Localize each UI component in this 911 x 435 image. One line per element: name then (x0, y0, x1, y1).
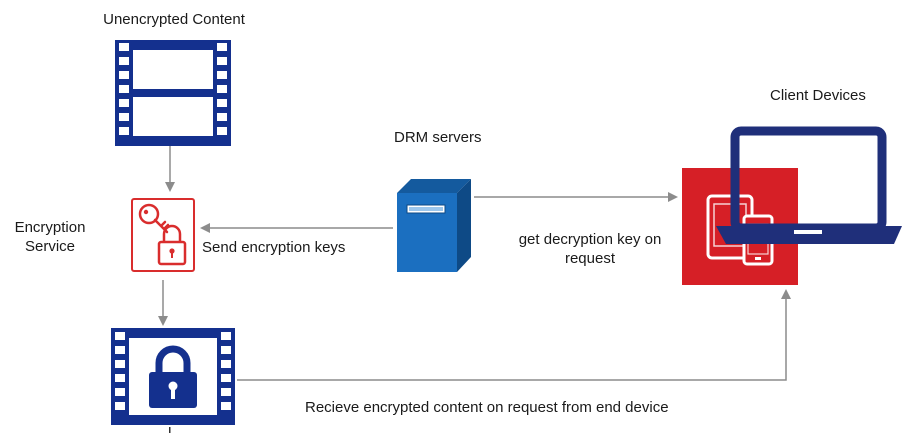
laptop-tablet-phone-icon (682, 126, 902, 285)
arrow-encrypted-to-client (237, 289, 791, 381)
film-strip-lock-icon (111, 328, 235, 425)
key-lock-icon (131, 198, 195, 272)
get-key-label: get decryption key on request (498, 230, 682, 268)
server-tower-icon (397, 179, 471, 272)
send-keys-label: Send encryption keys (202, 239, 346, 256)
connectors (158, 146, 791, 381)
drm-servers-label: DRM servers (394, 129, 482, 146)
unencrypted-content-label: Unencrypted Content (103, 11, 245, 28)
client-devices-label: Client Devices (770, 87, 866, 104)
get-key-line2: request (564, 250, 616, 267)
film-strip-icon (115, 40, 231, 146)
encryption-service-line1: Encryption (14, 219, 86, 236)
receive-content-label: Recieve encrypted content on request fro… (305, 399, 669, 416)
encryption-service-label: Encryption Service (2, 218, 98, 256)
tick-mark (169, 427, 171, 433)
get-key-line1: get decryption key on (518, 231, 662, 248)
encryption-service-line2: Service (24, 238, 76, 255)
